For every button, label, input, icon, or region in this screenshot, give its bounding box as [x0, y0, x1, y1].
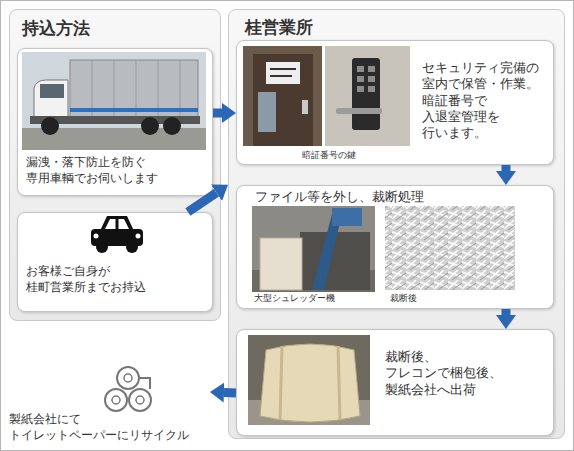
flow-arrow	[501, 309, 510, 315]
roll-core	[112, 396, 120, 404]
keypad-button	[357, 66, 364, 72]
truck-rib	[114, 60, 115, 120]
truck-rib	[92, 60, 93, 120]
panel-title: 持込方法	[22, 18, 202, 40]
container-bag	[260, 344, 360, 422]
door-panel	[253, 54, 313, 146]
car-light	[136, 234, 141, 239]
flow-arrow	[213, 108, 222, 117]
flow-arrow	[188, 193, 216, 212]
truck-rib	[136, 60, 137, 120]
toilet-paper-icon	[105, 367, 151, 411]
process-step: ファイル等を外し、裁断処理大型シュレッダー機裁断後	[236, 185, 554, 309]
flexible-container-photo	[248, 335, 370, 425]
door-sign-mark	[270, 68, 296, 70]
photo-sky	[22, 52, 206, 150]
door-glass	[258, 92, 276, 132]
shredded-paper	[385, 206, 515, 290]
car-body	[91, 229, 143, 246]
delivery-box: お客様ご自身が 桂町営業所までお持込	[17, 212, 213, 312]
door-sign-mark	[270, 75, 292, 77]
paper-roll	[117, 367, 139, 389]
car-wheel	[96, 241, 108, 253]
car-wheel	[126, 241, 138, 253]
photo-bg	[243, 46, 322, 146]
car-window	[105, 219, 116, 229]
panel-title: 桂営業所	[245, 17, 445, 39]
step-text: 製紙会社にて トイレットペーパーにリサイクル	[9, 412, 209, 443]
keypad-button	[368, 76, 375, 82]
process-step: 裁断後、 フレコンで梱包後、 製紙会社へ出荷	[236, 329, 554, 436]
shredder-photo	[252, 206, 375, 292]
truck-chassis	[30, 116, 200, 124]
truck-rib	[180, 60, 181, 120]
paper-tail	[139, 378, 150, 389]
truck-wheel	[163, 117, 181, 135]
photo-caption: 暗証番号の鍵	[245, 150, 412, 162]
container-strap	[280, 346, 282, 420]
car-window	[119, 219, 130, 229]
truck-wheel	[141, 117, 159, 135]
car-light	[94, 234, 99, 239]
step-text: 裁断後、 フレコンで梱包後、 製紙会社へ出荷	[385, 349, 545, 398]
truck-body	[70, 60, 198, 120]
flow-arrow	[501, 165, 510, 171]
truck-photo	[22, 52, 206, 150]
door-handle	[336, 108, 382, 114]
paper-roll	[105, 389, 127, 411]
photo-bg	[252, 206, 375, 292]
shredder-frame	[300, 232, 370, 290]
step-text: お客様ご自身が 桂町営業所までお持込	[26, 264, 211, 295]
truck-rib	[158, 60, 159, 120]
door-sign	[266, 62, 300, 84]
photo-bg	[248, 335, 370, 425]
photo-caption: 大型シュレッダー機	[254, 293, 384, 305]
paper-roll	[129, 389, 151, 411]
keypad-button	[368, 66, 375, 72]
step-text: セキュリティ完備の 室内で保管・作業。 暗証番号で 入退室管理を 行います。	[422, 60, 550, 141]
keypad-plate	[352, 58, 380, 130]
photo-bg	[325, 46, 410, 146]
flow-arrow	[224, 388, 236, 397]
keypad-button	[357, 86, 364, 92]
shredder-bag	[260, 238, 302, 290]
delivery-box: 漏洩・落下防止を防ぐ 専用車輌でお伺いします	[17, 48, 213, 196]
car-cabin	[100, 216, 134, 231]
keypad-button	[357, 76, 364, 82]
office-panel: 桂営業所セキュリティ完備の 室内で保管・作業。 暗証番号で 入退室管理を 行いま…	[228, 9, 565, 439]
recycle-endpoint: 製紙会社にて トイレットペーパーにリサイクル	[5, 362, 210, 442]
shredded-paper-photo	[385, 206, 515, 290]
door-photo	[243, 46, 322, 146]
method-panel: 持込方法漏洩・落下防止を防ぐ 専用車輌でお伺いしますお客様ご自身が 桂町営業所ま…	[9, 9, 221, 321]
truck-cab	[34, 80, 68, 122]
roll-core	[136, 396, 144, 404]
photo-ground	[22, 128, 206, 150]
keypad-button	[368, 86, 375, 92]
process-step: セキュリティ完備の 室内で保管・作業。 暗証番号で 入退室管理を 行います。暗証…	[236, 40, 554, 165]
door-knob	[302, 100, 308, 114]
photo-floor	[252, 270, 375, 292]
truck-stripe	[70, 108, 198, 112]
photo-floor	[248, 400, 370, 425]
car-icon	[91, 216, 143, 253]
step-heading: ファイル等を外し、裁断処理	[255, 189, 535, 206]
container-strap	[338, 346, 340, 420]
shredder-conveyor	[312, 214, 342, 290]
step-text: 漏洩・落下防止を防ぐ 専用車輌でお伺いします	[26, 155, 211, 186]
roll-core	[124, 374, 132, 382]
truck-window	[40, 84, 64, 98]
shredder-hopper	[332, 208, 362, 226]
keypad-photo	[325, 46, 410, 146]
truck-wheel	[41, 117, 59, 135]
photo-caption: 裁断後	[390, 293, 490, 305]
